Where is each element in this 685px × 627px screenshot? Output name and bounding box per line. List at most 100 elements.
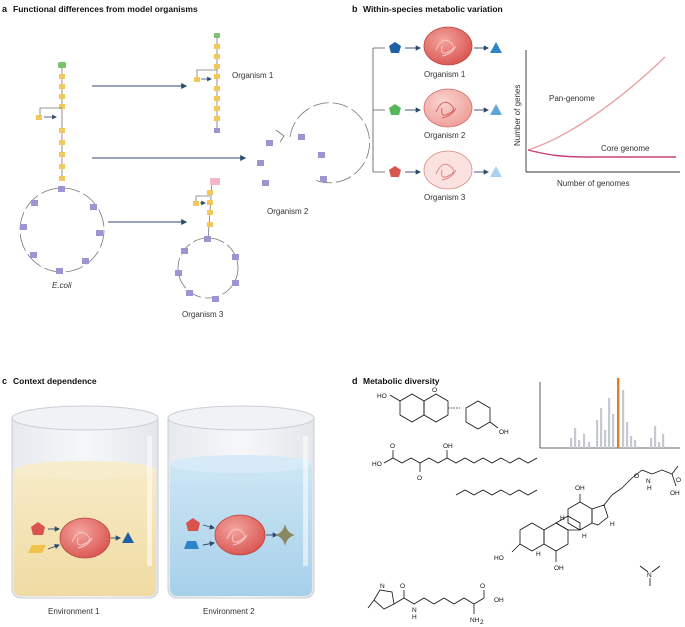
pan-genome-label: Pan-genome <box>549 94 595 103</box>
chem-h-2: H <box>560 515 565 522</box>
chem-nh-2: H <box>412 614 417 621</box>
chem-n-3: N <box>380 583 385 590</box>
beaker-environment1: Environment 1 <box>11 405 159 616</box>
chem-n-2: N <box>647 572 652 579</box>
mass-spectrum <box>539 378 680 449</box>
panel-c-letter: c <box>2 376 7 386</box>
cell-organism1 <box>423 26 473 66</box>
chem-ho-3: HO <box>494 555 504 562</box>
chem-n-1: N <box>646 478 651 485</box>
env1-label: Environment 1 <box>48 607 100 616</box>
ms-bar <box>612 414 615 448</box>
molecule-trimethylamine <box>639 565 661 586</box>
chem-ho-1: HO <box>377 393 387 400</box>
core-genome-curve <box>527 149 676 158</box>
chem-o-2: O <box>390 443 395 450</box>
chem-oh-3: OH <box>575 485 585 492</box>
organism1-label-b: Organism 1 <box>424 70 466 79</box>
molecule-equol <box>389 393 499 430</box>
ecoli-genome: E.coli <box>19 62 105 290</box>
ms-bar <box>583 434 586 448</box>
ms-bar <box>654 426 657 448</box>
pentagon-green <box>389 104 401 115</box>
ms-bar <box>596 420 599 448</box>
panel-b-title: Within-species metabolic variation <box>363 4 503 14</box>
ms-bars <box>570 378 665 448</box>
gene-green <box>58 62 66 68</box>
core-genome-label: Core genome <box>601 144 650 153</box>
chem-h-1: H <box>536 551 541 558</box>
chem-o-5: O <box>676 477 681 484</box>
pan-core-plot: Pan-genome Core genome Number of genomes… <box>513 50 680 188</box>
ecoli-label: E.coli <box>52 281 72 290</box>
ms-peak <box>617 378 620 448</box>
chem-oh-5: OH <box>670 490 680 497</box>
chem-h-3: H <box>582 533 587 540</box>
panel-d: d Metabolic diversity HO O OH HO O O OH <box>352 376 681 626</box>
triangle-organism2 <box>490 104 502 115</box>
y-axis-label: Number of genes <box>513 85 522 146</box>
chem-o-6: O <box>400 583 405 590</box>
organism3-genome: Organism 3 <box>175 178 239 319</box>
triangle-organism1 <box>490 42 502 53</box>
ms-bar <box>626 422 629 448</box>
ms-bar <box>634 440 637 448</box>
ms-bar <box>622 390 625 448</box>
organism2-label: Organism 2 <box>267 207 309 216</box>
panel-c-title: Context dependence <box>13 376 97 386</box>
chem-sub2: 2 <box>480 619 484 626</box>
pentagon-red <box>389 166 401 177</box>
panel-d-title: Metabolic diversity <box>363 376 440 386</box>
panel-b: b Within-species metabolic variation Org… <box>352 4 680 202</box>
organism3-label: Organism 3 <box>182 310 224 319</box>
ms-bar <box>630 436 633 448</box>
ms-bar <box>604 430 607 448</box>
cell-env2 <box>214 514 266 556</box>
panel-c: c Context dependence Environment 1 <box>2 376 315 616</box>
panel-a-letter: a <box>2 4 8 14</box>
pan-genome-curve <box>527 56 666 151</box>
star-env2 <box>275 524 295 546</box>
triangle-env1 <box>122 532 134 543</box>
chem-nh2: NH <box>470 617 480 624</box>
ms-bar <box>570 438 573 448</box>
ms-bar <box>650 438 653 448</box>
env2-label: Environment 2 <box>203 607 255 616</box>
molecule-steroid <box>511 465 679 562</box>
parallelogram-env1 <box>28 545 46 553</box>
organism1-genome: Organism 1 <box>194 33 274 133</box>
chem-o-4: O <box>634 473 639 480</box>
molecule-pyrroline <box>367 589 485 614</box>
panel-d-letter: d <box>352 376 358 386</box>
cell-organism3 <box>423 150 473 190</box>
phylo-tree <box>372 47 385 173</box>
ms-bar <box>574 428 577 448</box>
ms-bar <box>588 442 591 448</box>
chem-o-1: O <box>432 387 437 394</box>
beaker-environment2: Environment 2 <box>167 405 315 616</box>
organism1-label: Organism 1 <box>232 71 274 80</box>
panel-a-title: Functional differences from model organi… <box>13 4 198 14</box>
ms-bar <box>608 398 611 448</box>
organism2-genome: Organism 2 <box>257 102 370 216</box>
panel-a: a Functional differences from model orga… <box>2 4 370 319</box>
cell-organism2 <box>423 88 473 128</box>
chem-o-7: O <box>480 583 485 590</box>
chem-n-4: N <box>412 607 417 614</box>
chem-ho-2: HO <box>372 461 382 468</box>
trapezoid-env2 <box>184 541 199 549</box>
chem-nh-1: H <box>647 485 652 492</box>
x-axis-label: Number of genomes <box>557 179 629 188</box>
panel-b-letter: b <box>352 4 358 14</box>
chem-oh-2: OH <box>443 443 453 450</box>
chem-o-3: O <box>417 475 422 482</box>
chem-oh-4: OH <box>554 565 564 572</box>
ms-bar <box>658 442 661 448</box>
chem-oh-1: OH <box>499 429 509 436</box>
chem-h-4: H <box>610 521 615 528</box>
pentagon-red-env1 <box>31 522 45 535</box>
ms-bar <box>600 408 603 448</box>
cell-env1 <box>59 517 111 559</box>
